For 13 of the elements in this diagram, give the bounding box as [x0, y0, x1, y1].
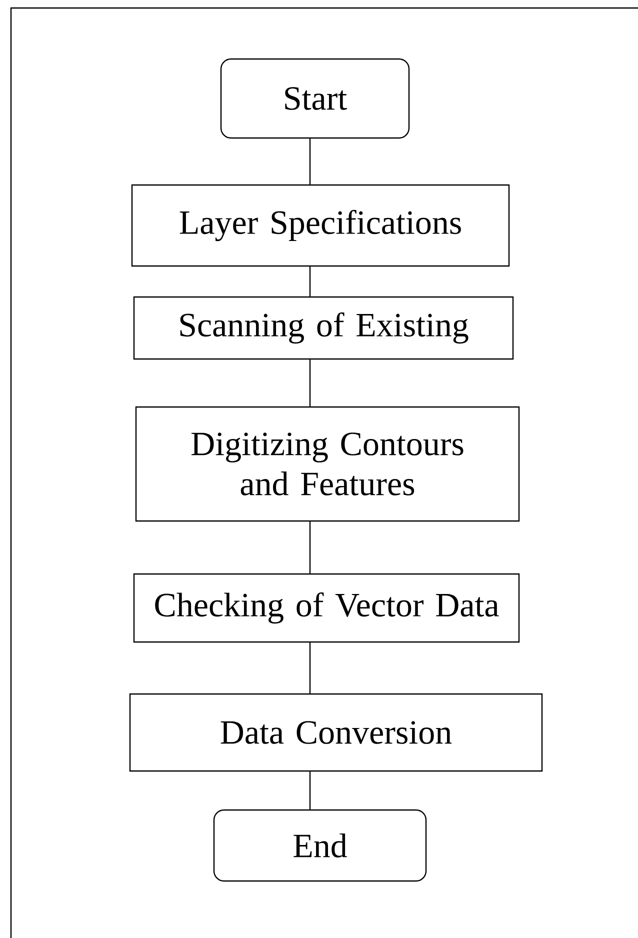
connector-line: [309, 772, 311, 810]
process-box: Checking of Vector Data: [133, 573, 520, 643]
connector-line: [309, 642, 311, 694]
process-box: Data Conversion: [129, 693, 543, 772]
process-box: Scanning of Existing: [133, 296, 514, 360]
connector-line: [309, 360, 311, 406]
process-box: Digitizing Contours and Features: [135, 406, 520, 522]
terminal-box: End: [213, 809, 427, 882]
connector-line: [309, 266, 311, 296]
connector-line: [309, 138, 311, 184]
connector-line: [309, 522, 311, 574]
process-box: Layer Specifications: [131, 184, 510, 267]
terminal-box: Start: [220, 58, 410, 139]
